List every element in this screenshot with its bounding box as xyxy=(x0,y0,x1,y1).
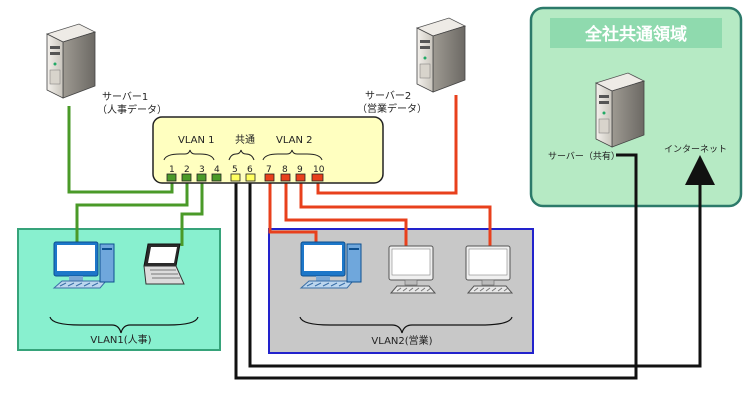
switch-vlan2-label: VLAN 2 xyxy=(276,135,313,146)
brace-common xyxy=(228,149,255,161)
server-icon xyxy=(595,72,645,148)
wire-port8-monitor xyxy=(284,178,408,246)
port-9 xyxy=(295,173,306,182)
port-10 xyxy=(311,173,324,182)
wire-port3-laptop xyxy=(180,178,204,246)
port-8 xyxy=(280,173,291,182)
port-numbers: 1 2 3 4 5 6 7 8 9 10 xyxy=(169,165,325,175)
port-3 xyxy=(196,173,207,182)
wire-port2-pc xyxy=(75,178,189,246)
wire-server2-port10 xyxy=(316,95,458,195)
vlan1-area xyxy=(17,228,221,351)
brace-vlan1 xyxy=(163,149,215,161)
internet-label: インターネット xyxy=(664,144,727,155)
wire-server1-port1 xyxy=(67,106,174,194)
server1-sub: （人事データ） xyxy=(97,103,167,116)
switch-common-label: 共通 xyxy=(235,134,255,146)
port-number: 8 xyxy=(282,165,288,175)
common-area-title: 全社共通領域 xyxy=(584,24,687,45)
port-7 xyxy=(264,173,275,182)
shared-server-label: サーバー（共有） xyxy=(548,150,620,162)
vlan1-label: VLAN1(人事) xyxy=(90,333,151,346)
brace-vlan2 xyxy=(262,149,323,161)
wire-port7-pc xyxy=(268,178,318,246)
server2-sub: （営業データ） xyxy=(357,102,427,115)
port-number: 9 xyxy=(297,165,303,175)
desktop-pc-icon xyxy=(53,241,115,289)
vlan1-brace xyxy=(49,316,199,334)
server-icon xyxy=(416,17,466,93)
port-number: 7 xyxy=(266,165,272,175)
wire-port9-monitor xyxy=(299,178,492,246)
port-number: 3 xyxy=(199,165,205,175)
port-1 xyxy=(166,173,177,182)
port-number: 4 xyxy=(214,165,220,175)
port-2 xyxy=(181,173,192,182)
port-4 xyxy=(211,173,222,182)
port-number: 1 xyxy=(169,165,175,175)
server1-name: サーバー1 xyxy=(102,91,148,103)
switch-ports xyxy=(166,173,324,182)
server2-name: サーバー2 xyxy=(365,90,411,102)
vlan2-label: VLAN2(営業) xyxy=(371,334,432,347)
wire-port6-internet xyxy=(248,155,715,368)
switch-vlan1-label: VLAN 1 xyxy=(178,135,215,146)
network-switch xyxy=(152,116,384,184)
port-number: 5 xyxy=(232,165,238,175)
port-number: 6 xyxy=(247,165,253,175)
port-6 xyxy=(245,173,256,182)
desktop-pc-icon xyxy=(300,241,362,289)
port-number: 2 xyxy=(184,165,190,175)
port-5 xyxy=(230,173,241,182)
common-area-title-box xyxy=(550,18,722,48)
laptop-icon xyxy=(143,243,185,285)
wire-port5-shared-server xyxy=(234,153,638,380)
vlan2-brace xyxy=(299,316,513,334)
server-icon xyxy=(46,23,96,99)
port-number: 10 xyxy=(313,165,325,175)
